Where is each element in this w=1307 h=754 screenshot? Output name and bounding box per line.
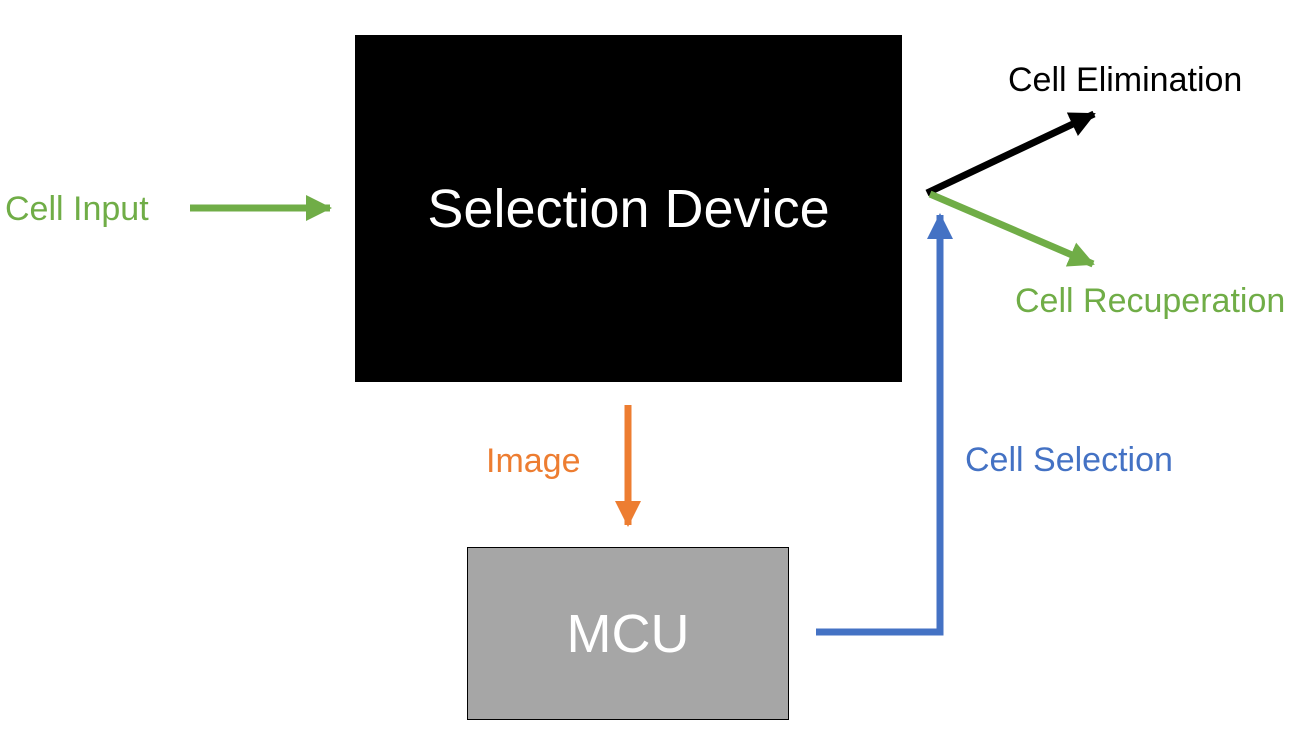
mcu-block: MCU [467, 547, 789, 720]
cell-elimination-arrow [925, 110, 1096, 197]
cell-input-label: Cell Input [5, 190, 149, 228]
cell-recuperation-arrow [928, 190, 1095, 268]
selection-device-label: Selection Device [427, 178, 830, 239]
mcu-label: MCU [566, 603, 690, 664]
cell-recuperation-label: Cell Recuperation [1015, 282, 1286, 320]
cell-elimination-label: Cell Elimination [1008, 61, 1243, 99]
selection-device-block: Selection Device [355, 35, 902, 382]
image-label: Image [486, 442, 581, 480]
cell-selection-label: Cell Selection [965, 441, 1173, 479]
